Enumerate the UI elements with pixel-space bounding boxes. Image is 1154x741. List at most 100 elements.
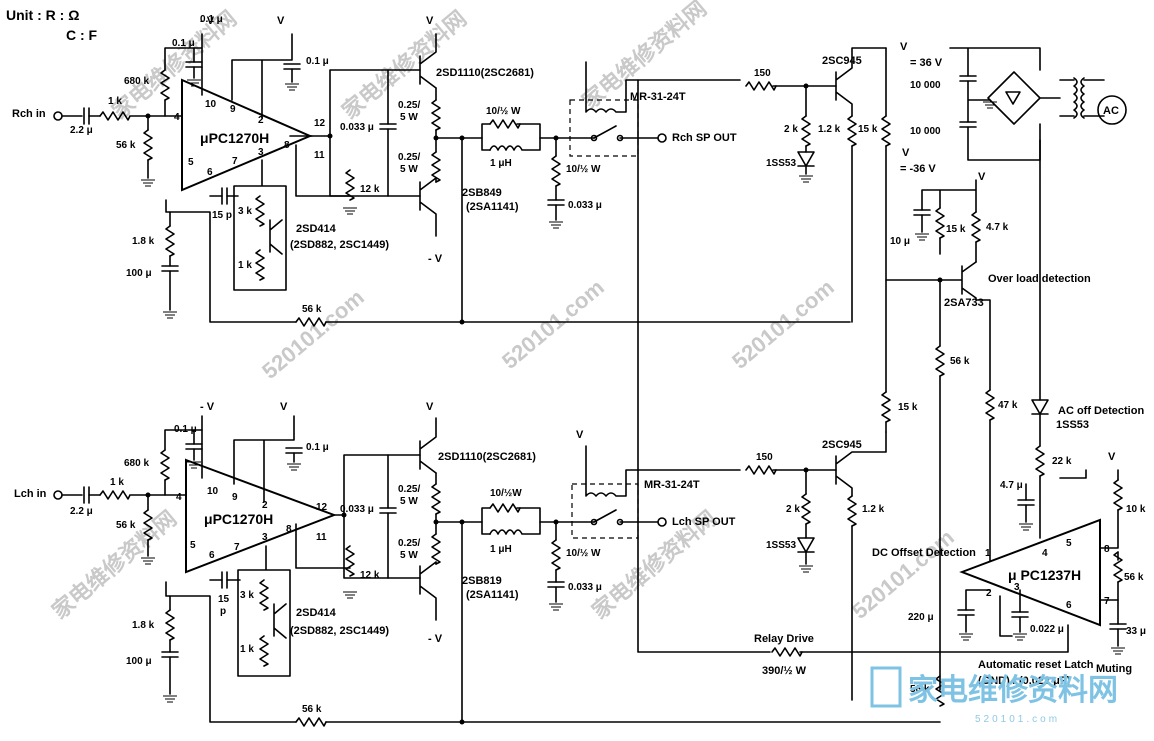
svg-text:2SC945: 2SC945 [822,55,862,67]
svg-text:(2SA1141): (2SA1141) [466,589,519,601]
svg-text:7: 7 [1104,596,1110,607]
rch-relay [569,99,639,157]
svg-text:V: V [280,401,288,413]
svg-text:V: V [576,429,584,441]
svg-text:10/½ W: 10/½ W [566,548,601,559]
left-channel: Lch in 2.2 μ 1 k 56 k 680 k μPC1270H 10 … [14,401,941,727]
svg-text:5 W: 5 W [400,496,418,507]
svg-text:0.25/: 0.25/ [398,538,420,549]
rch-sp-out-jack [657,133,667,143]
svg-text:150: 150 [754,68,771,79]
lch-relay [571,483,639,539]
svg-text:390/½ W: 390/½ W [762,665,807,677]
svg-text:1 k: 1 k [240,644,254,655]
svg-text:2: 2 [986,588,992,599]
svg-text:家电维修资料网: 家电维修资料网 [908,674,1118,707]
svg-text:9: 9 [232,492,238,503]
svg-text:= 36 V: = 36 V [910,57,943,69]
svg-text:33 μ: 33 μ [1126,626,1146,637]
svg-text:2SC945: 2SC945 [822,439,862,451]
svg-text:= -36 V: = -36 V [900,163,936,175]
svg-text:3 k: 3 k [238,206,252,217]
svg-text:μPC1270H: μPC1270H [200,130,269,146]
svg-text:V: V [978,171,986,183]
svg-text:520101.com: 520101.com [257,284,369,383]
svg-text:10 μ: 10 μ [890,236,910,247]
unit-legend-c: C : F [66,27,98,43]
svg-text:MR-31-24T: MR-31-24T [630,91,686,103]
svg-text:Over load detection: Over load detection [988,273,1091,285]
svg-text:4.7 k: 4.7 k [986,222,1009,233]
svg-text:15 k: 15 k [946,224,966,235]
svg-text:5 W: 5 W [400,164,418,175]
svg-text:1 μH: 1 μH [490,158,512,169]
svg-text:56 k: 56 k [116,520,136,531]
svg-text:2SB819: 2SB819 [462,575,502,587]
svg-text:V: V [902,147,910,159]
svg-text:6: 6 [209,550,215,561]
svg-text:8: 8 [286,524,292,535]
svg-text:11: 11 [316,532,327,543]
svg-text:10/½ W: 10/½ W [566,164,601,175]
svg-text:9: 9 [230,104,236,115]
svg-text:0.25/: 0.25/ [398,152,420,163]
svg-text:0.033 μ: 0.033 μ [340,504,374,515]
protection-ic [959,518,1101,627]
svg-text:1SS53: 1SS53 [766,158,796,169]
svg-text:520101.com: 520101.com [975,714,1060,725]
svg-text:3: 3 [258,147,264,158]
svg-text:V: V [1108,451,1116,463]
svg-text:4: 4 [176,492,182,503]
svg-text:p: p [220,606,226,617]
svg-text:1 k: 1 k [108,96,122,107]
svg-text:56 k: 56 k [302,304,322,315]
svg-text:2.2 μ: 2.2 μ [70,506,93,517]
svg-text:1.2 k: 1.2 k [862,504,885,515]
lch-sp-out-jack [657,517,667,527]
svg-text:Muting: Muting [1096,663,1132,675]
svg-text:7: 7 [232,156,238,167]
svg-text:0.25/: 0.25/ [398,484,420,495]
svg-text:1 k: 1 k [110,477,124,488]
svg-text:8: 8 [284,140,290,151]
lch-input-jack [53,490,63,500]
protection-circuit: V 15 k 4.7 k 10 μ Over load detection 2S… [637,79,1146,707]
svg-text:520101.com: 520101.com [497,274,609,373]
svg-text:100 μ: 100 μ [126,656,152,667]
svg-text:56 k: 56 k [116,140,136,151]
lch-input-label: Lch in [14,488,47,500]
svg-text:5 W: 5 W [400,112,418,123]
ac-source [1097,95,1127,125]
svg-text:520101.com: 520101.com [847,524,959,623]
svg-text:2: 2 [262,500,268,511]
svg-text:- V: - V [428,253,443,265]
svg-text:1 μH: 1 μH [490,544,512,555]
svg-text:2 k: 2 k [784,124,798,135]
rch-input-jack [53,111,63,121]
svg-text:5: 5 [190,540,196,551]
svg-text:- V: - V [200,401,215,413]
svg-text:2SA733: 2SA733 [944,297,984,309]
svg-text:Rch SP OUT: Rch SP OUT [672,132,737,144]
svg-text:0.033 μ: 0.033 μ [568,200,602,211]
right-channel: Rch in 2.2 μ 1 k 56 k 680 k μPC1270H 10 … [12,14,891,393]
svg-text:0.033 μ: 0.033 μ [340,122,374,133]
svg-text:2 k: 2 k [786,504,800,515]
svg-text:10/½W: 10/½W [490,488,522,499]
svg-text:V: V [426,401,434,413]
lch-opamp [185,458,337,574]
svg-text:15 k: 15 k [898,402,918,413]
svg-text:1.8 k: 1.8 k [132,620,155,631]
svg-text:15: 15 [218,594,230,605]
svg-text:2SD414: 2SD414 [296,607,337,619]
svg-text:2SB849: 2SB849 [462,187,502,199]
svg-text:(2SD882, 2SC1449): (2SD882, 2SC1449) [290,625,389,637]
unit-legend-r: Unit : R : Ω [6,7,79,23]
svg-text:Lch SP OUT: Lch SP OUT [672,516,736,528]
svg-text:10 k: 10 k [1126,504,1146,515]
svg-text:μPC1270H: μPC1270H [204,511,273,527]
svg-text:(2SA1141): (2SA1141) [466,201,519,213]
rch-input-label: Rch in [12,108,46,120]
svg-text:4.7 μ: 4.7 μ [1000,480,1023,491]
svg-text:10 000: 10 000 [910,80,941,91]
